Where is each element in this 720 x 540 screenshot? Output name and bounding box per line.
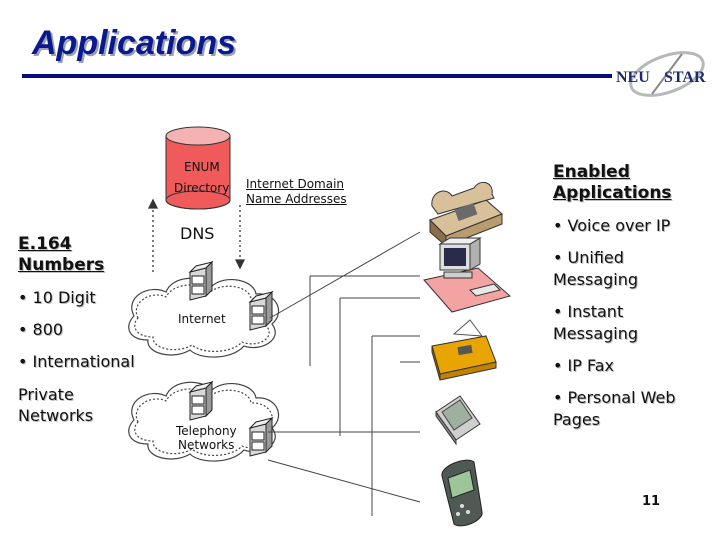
e164-title-line2: Numbers — [18, 255, 105, 275]
internet-label: Internet — [178, 312, 226, 326]
enabled-apps-title-line2: Applications — [553, 183, 672, 203]
title-rule — [22, 74, 612, 78]
lookup-arrow-right — [234, 205, 246, 270]
app-ip-fax: • IP Fax — [553, 356, 614, 375]
svg-text:NEU: NEU — [616, 69, 650, 86]
bullet-10-digit: • 10 Digit — [18, 288, 96, 307]
telephony-server-icon-1 — [188, 380, 214, 421]
lookup-arrow-left — [147, 198, 159, 272]
app-unified-line1: • Unified — [553, 248, 624, 267]
app-unified-line2: Messaging — [553, 270, 639, 289]
phone-icon — [429, 181, 503, 248]
dns-server-icon — [188, 260, 214, 301]
telephony-label-line2: Networks — [178, 438, 235, 452]
neustar-logo: NEU STAR — [612, 50, 712, 102]
connection-lines — [267, 231, 421, 516]
telephony-cloud-icon — [128, 381, 279, 462]
bullet-800: • 800 — [18, 320, 64, 339]
domain-label-line1: Internet Domain — [246, 177, 345, 191]
internet-cloud-icon — [128, 277, 279, 358]
app-instant-line2: Messaging — [553, 324, 639, 343]
e164-title-line1: E.164 — [18, 234, 72, 254]
bullet-international: • International — [18, 352, 135, 371]
app-personal-web-line2: Pages — [553, 410, 601, 429]
telephony-server-icon-2 — [248, 416, 274, 457]
private-networks-line1: Private — [18, 385, 74, 404]
enabled-apps-title-line1: Enabled — [553, 162, 630, 182]
fax-icon — [431, 319, 497, 381]
database-label-line2: Directory — [174, 181, 230, 195]
page-number: 11 — [642, 494, 661, 509]
enum-database-icon — [165, 126, 231, 210]
page-title: Applications — [32, 24, 237, 62]
app-personal-web-line1: • Personal Web — [553, 388, 676, 407]
telephony-label-line1: Telephony — [176, 424, 237, 438]
computer-icon — [423, 237, 512, 313]
database-label-line1: ENUM — [184, 160, 220, 174]
dns-label: DNS — [180, 224, 215, 243]
domain-label-line2: Name Addresses — [246, 192, 347, 206]
app-voice-over-ip: • Voice over IP — [553, 216, 671, 235]
app-instant-line1: • Instant — [553, 302, 624, 321]
pda-icon — [435, 395, 481, 446]
svg-text:STAR: STAR — [664, 69, 706, 86]
private-networks-line2: Networks — [18, 406, 94, 425]
mobile-phone-icon — [441, 459, 483, 527]
